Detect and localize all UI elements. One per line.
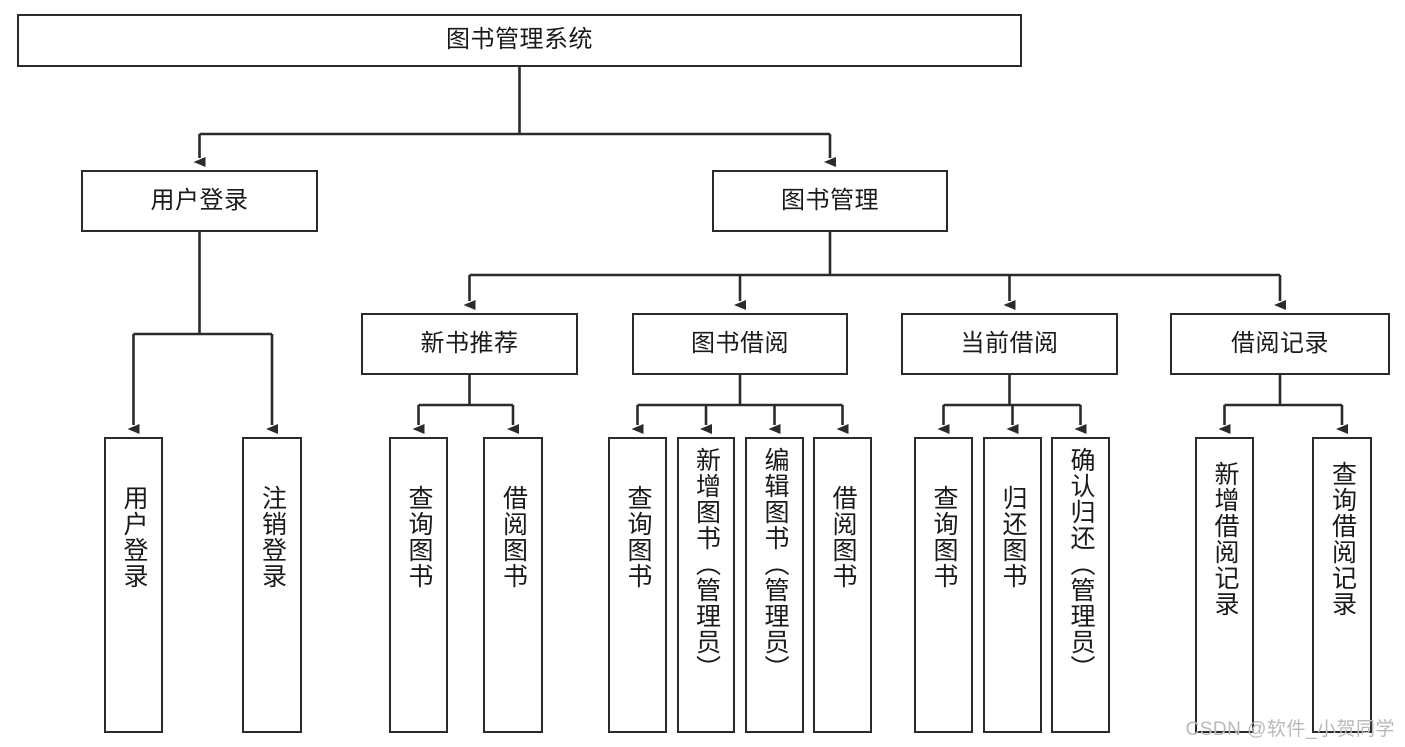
node-label: 新书推荐 (420, 329, 519, 357)
node-label: 编辑图书（管理员） (761, 447, 789, 681)
connector-bus-book-manage (469, 232, 1280, 277)
node-leaf-return-book[interactable]: 归还图书 (983, 437, 1042, 733)
node-label: 查询图书 (405, 485, 433, 589)
node-leaf-query-record[interactable]: 查询借阅记录 (1312, 437, 1372, 733)
node-root[interactable]: 图书管理系统 (17, 14, 1022, 67)
node-label: 查询图书 (930, 485, 958, 589)
node-label: 查询借阅记录 (1328, 461, 1357, 617)
node-label: 新增图书（管理员） (692, 447, 721, 681)
node-leaf-edit-book[interactable]: 编辑图书（管理员） (745, 437, 804, 733)
connector-bus-root (199, 67, 830, 136)
node-label: 借阅记录 (1231, 329, 1329, 357)
connector-bus-current-borrow (943, 375, 1081, 407)
node-leaf-user-login[interactable]: 用户登录 (104, 437, 163, 733)
node-label: 图书借阅 (691, 329, 789, 357)
node-leaf-borrow-book-2[interactable]: 借阅图书 (813, 437, 872, 733)
node-leaf-add-record[interactable]: 新增借阅记录 (1195, 437, 1254, 733)
node-label: 用户登录 (120, 485, 148, 589)
node-label: 归还图书 (999, 485, 1027, 589)
node-label: 注销登录 (258, 485, 287, 589)
node-leaf-add-book[interactable]: 新增图书（管理员） (677, 437, 735, 733)
node-leaf-confirm-return[interactable]: 确认归还（管理员） (1051, 437, 1110, 733)
connector-bus-user-login (133, 232, 272, 336)
node-label: 图书管理 (781, 186, 879, 214)
node-label: 图书管理系统 (446, 26, 593, 54)
node-current-borrow[interactable]: 当前借阅 (901, 313, 1118, 375)
connector-bus-new-book-rec (418, 375, 513, 407)
connector-bus-borrow-record (1224, 375, 1342, 407)
node-borrow-record[interactable]: 借阅记录 (1170, 313, 1390, 375)
node-user-login[interactable]: 用户登录 (81, 170, 318, 232)
node-book-manage[interactable]: 图书管理 (712, 170, 948, 232)
node-leaf-query-book-1[interactable]: 查询图书 (389, 437, 448, 733)
node-label: 查询图书 (624, 485, 652, 589)
node-leaf-user-logout[interactable]: 注销登录 (242, 437, 302, 733)
watermark-text: CSDN @软件_小贺同学 (1185, 719, 1395, 740)
node-label: 借阅图书 (829, 485, 857, 589)
node-label: 用户登录 (150, 186, 249, 214)
connector-bus-book-borrow (637, 375, 843, 407)
node-book-borrow[interactable]: 图书借阅 (632, 313, 848, 375)
node-leaf-query-book-2[interactable]: 查询图书 (608, 437, 667, 733)
node-label: 当前借阅 (960, 329, 1059, 357)
node-new-book-rec[interactable]: 新书推荐 (361, 313, 578, 375)
node-label: 借阅图书 (499, 485, 528, 589)
node-leaf-borrow-book-1[interactable]: 借阅图书 (483, 437, 543, 733)
node-label: 确认归还（管理员） (1067, 447, 1095, 681)
node-leaf-query-book-3[interactable]: 查询图书 (914, 437, 973, 733)
node-label: 新增借阅记录 (1211, 461, 1239, 617)
